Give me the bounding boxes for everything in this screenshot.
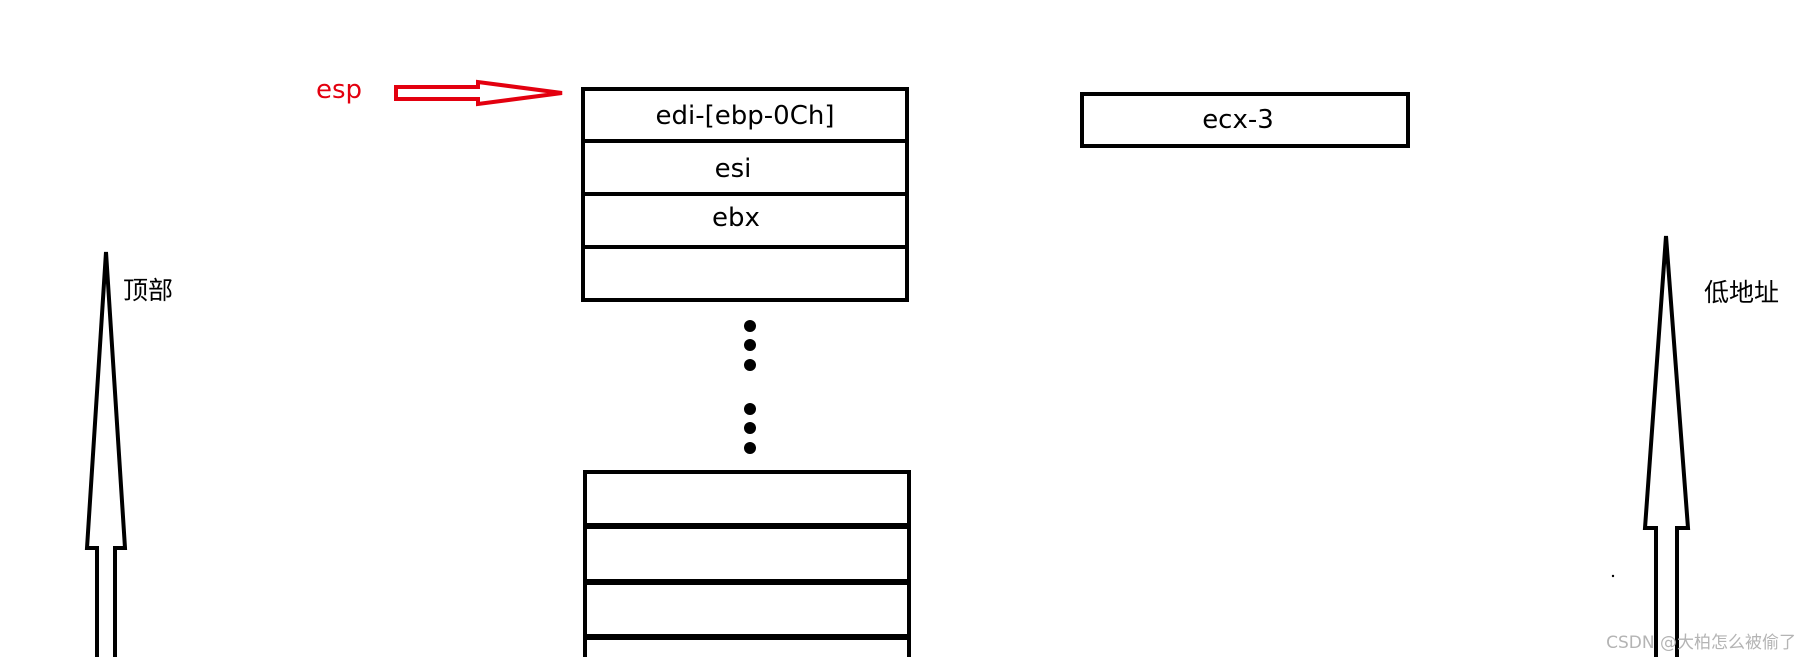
stack-bottom-block xyxy=(583,470,911,657)
ecx-cell-label: ecx-3 xyxy=(1202,105,1274,135)
up-arrow-right xyxy=(1642,235,1691,657)
ellipsis-dot xyxy=(744,442,756,454)
esp-pointer-arrow xyxy=(394,79,563,107)
ellipsis-dot xyxy=(744,320,756,332)
left-arrow-label: 顶部 xyxy=(123,276,173,305)
stack-cell-edi: edi-[ebp-0Ch] xyxy=(656,101,835,131)
ellipsis-upper xyxy=(744,320,756,371)
stack-bottom-frame xyxy=(583,470,911,657)
stack-cell-ebx: ebx xyxy=(712,203,760,233)
ellipsis-dot xyxy=(744,339,756,351)
stack-cell-esi: esi xyxy=(715,154,752,184)
ellipsis-lower xyxy=(744,403,756,454)
right-arrow-label: 低地址 xyxy=(1704,278,1779,307)
up-arrow-left xyxy=(84,251,128,657)
esp-label: esp xyxy=(316,75,362,105)
ecx-cell-frame xyxy=(1080,92,1410,148)
speck xyxy=(1611,574,1615,578)
ecx-cell: ecx-3 xyxy=(1080,92,1410,148)
ellipsis-dot xyxy=(744,359,756,371)
ellipsis-dot xyxy=(744,403,756,415)
stack-top-block: edi-[ebp-0Ch] esi ebx xyxy=(581,87,909,302)
ellipsis-dot xyxy=(744,422,756,434)
watermark: CSDN @大柏怎么被偷了 xyxy=(1606,633,1796,653)
